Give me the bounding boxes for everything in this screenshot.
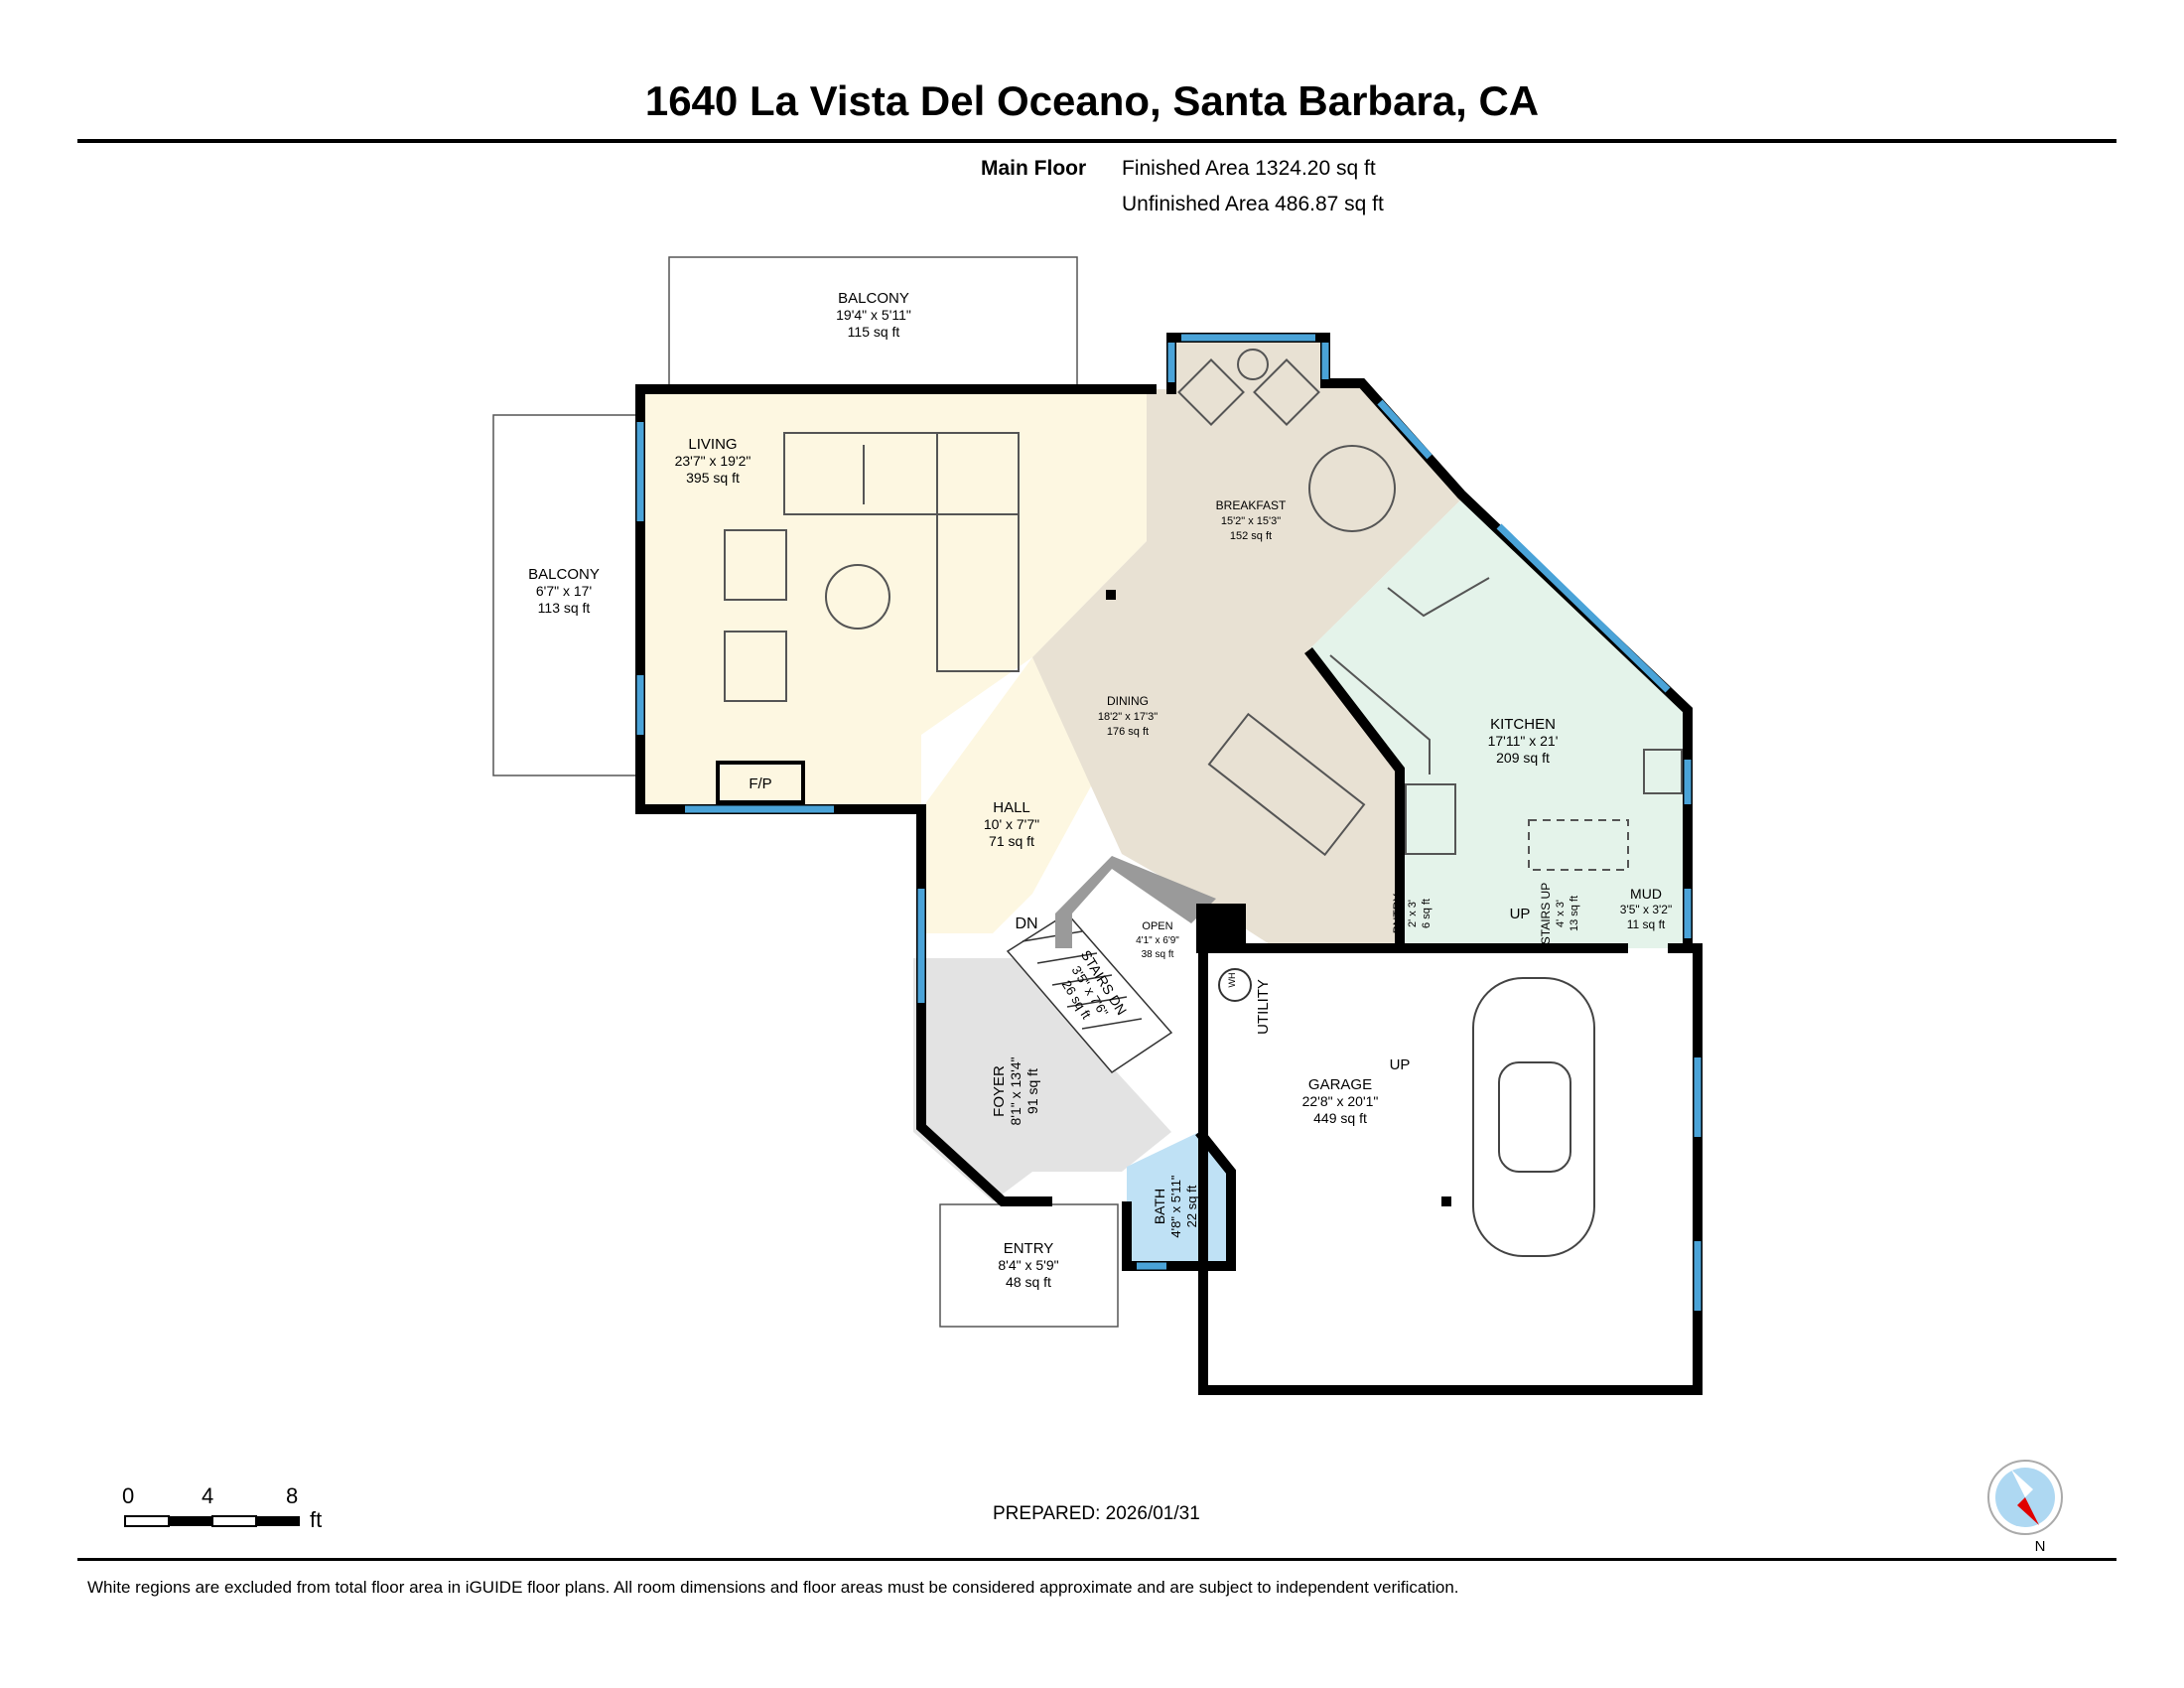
foyer-floor bbox=[913, 958, 1171, 1201]
footer-divider bbox=[77, 1558, 2116, 1561]
living-floor bbox=[643, 389, 1147, 809]
mud-dims: 3'5" x 3'2" bbox=[1620, 903, 1672, 916]
hall-dims: 10' x 7'7" bbox=[984, 816, 1039, 832]
kitchen-name: KITCHEN bbox=[1490, 716, 1556, 733]
entry-area: 48 sq ft bbox=[1006, 1274, 1051, 1290]
water-heater-icon bbox=[1218, 968, 1252, 1002]
balcony-left-dims: 6'7" x 17' bbox=[536, 583, 592, 599]
scale-tick-0: 0 bbox=[122, 1483, 135, 1508]
stairs-up-name: STAIRS UP bbox=[1539, 883, 1553, 944]
breakfast-name: BREAKFAST bbox=[1216, 498, 1287, 512]
kitchen-nook-floor bbox=[1400, 874, 1688, 948]
garage-dims: 22'8" x 20'1" bbox=[1302, 1093, 1379, 1109]
living-dims: 23'7" x 19'2" bbox=[675, 453, 751, 469]
balcony-left-name: BALCONY bbox=[528, 566, 600, 583]
entry-dims: 8'4" x 5'9" bbox=[998, 1257, 1058, 1273]
scale-tick-4: 4 bbox=[202, 1483, 214, 1508]
column-block bbox=[1196, 904, 1246, 953]
entry-name: ENTRY bbox=[1004, 1240, 1054, 1257]
living-area: 395 sq ft bbox=[686, 470, 740, 486]
foyer-name: FOYER bbox=[991, 1065, 1008, 1117]
dn-label: DN bbox=[1015, 915, 1037, 932]
hall-floor bbox=[921, 657, 1092, 933]
balcony-top-name: BALCONY bbox=[838, 290, 909, 307]
garage-car bbox=[1472, 977, 1595, 1257]
garage-area: 449 sq ft bbox=[1313, 1110, 1367, 1126]
breakfast-area: 152 sq ft bbox=[1230, 530, 1272, 542]
stairs-up-dims: 4' x 3' bbox=[1555, 900, 1567, 927]
garage-name: GARAGE bbox=[1308, 1076, 1372, 1093]
bath-area: 22 sq ft bbox=[1184, 1185, 1199, 1227]
scale-bar bbox=[124, 1515, 300, 1527]
pntry-dims: 2' x 3' bbox=[1407, 900, 1419, 927]
mud-name: MUD bbox=[1630, 886, 1662, 902]
balcony-top-area: 115 sq ft bbox=[848, 324, 900, 340]
balcony-top-dims: 19'4" x 5'11" bbox=[836, 307, 911, 323]
open-dims: 4'1" x 6'9" bbox=[1136, 935, 1179, 946]
hall-area: 71 sq ft bbox=[989, 833, 1034, 849]
kitchen-area: 209 sq ft bbox=[1496, 750, 1550, 766]
finished-area: Finished Area 1324.20 sq ft bbox=[1122, 157, 1376, 180]
pntry-name: PNTRY bbox=[1391, 894, 1405, 933]
garage-post bbox=[1441, 1196, 1451, 1206]
dining-name: DINING bbox=[1107, 694, 1149, 708]
unfinished-area: Unfinished Area 486.87 sq ft bbox=[1122, 193, 1384, 215]
bath-dims: 4'8" x 5'11" bbox=[1168, 1175, 1183, 1237]
compass-label: N bbox=[2035, 1538, 2046, 1555]
header-divider bbox=[77, 139, 2116, 143]
post bbox=[1106, 590, 1116, 600]
page-title: 1640 La Vista Del Oceano, Santa Barbara,… bbox=[644, 77, 1540, 124]
bath-name: BATH bbox=[1152, 1189, 1167, 1224]
scale-unit: ft bbox=[310, 1507, 323, 1532]
compass-icon bbox=[1987, 1460, 2063, 1535]
kitchen-dims: 17'11" x 21' bbox=[1488, 733, 1559, 749]
prepared-date: PREPARED: 2026/01/31 bbox=[993, 1503, 1200, 1524]
open-area: 38 sq ft bbox=[1142, 949, 1174, 960]
stairwell-wall bbox=[1055, 856, 1216, 948]
utility-label: UTILITY bbox=[1255, 979, 1272, 1035]
balcony-left-area: 113 sq ft bbox=[538, 600, 591, 616]
hall-name: HALL bbox=[993, 799, 1030, 816]
fireplace bbox=[716, 761, 805, 804]
dining-table bbox=[1207, 712, 1366, 857]
dining-dims: 18'2" x 17'3" bbox=[1098, 711, 1158, 723]
kitchen-counters bbox=[1329, 577, 1683, 871]
water-heater-label: WH bbox=[1227, 973, 1237, 988]
garage-up-label: UP bbox=[1390, 1056, 1411, 1073]
kitchen-up-label: UP bbox=[1510, 906, 1531, 922]
floor-name: Main Floor bbox=[981, 157, 1087, 180]
mud-area: 11 sq ft bbox=[1627, 917, 1666, 931]
stairs-up-area: 13 sq ft bbox=[1569, 896, 1580, 931]
living-furniture bbox=[716, 432, 1020, 804]
windows bbox=[636, 334, 1702, 1311]
breakfast-dims: 15'2" x 15'3" bbox=[1221, 515, 1281, 527]
foyer-area: 91 sq ft bbox=[1024, 1068, 1040, 1114]
dining-area: 176 sq ft bbox=[1107, 726, 1149, 738]
pntry-area: 6 sq ft bbox=[1421, 899, 1433, 928]
breakfast-floor bbox=[1032, 338, 1464, 948]
scale-tick-8: 8 bbox=[286, 1483, 299, 1508]
breakfast-furniture bbox=[1177, 349, 1396, 532]
open-name: OPEN bbox=[1142, 920, 1172, 932]
foyer-dims: 8'1" x 13'4" bbox=[1008, 1056, 1024, 1125]
living-name: LIVING bbox=[688, 436, 737, 453]
fireplace-label: F/P bbox=[749, 775, 771, 792]
disclaimer: White regions are excluded from total fl… bbox=[87, 1578, 1459, 1597]
